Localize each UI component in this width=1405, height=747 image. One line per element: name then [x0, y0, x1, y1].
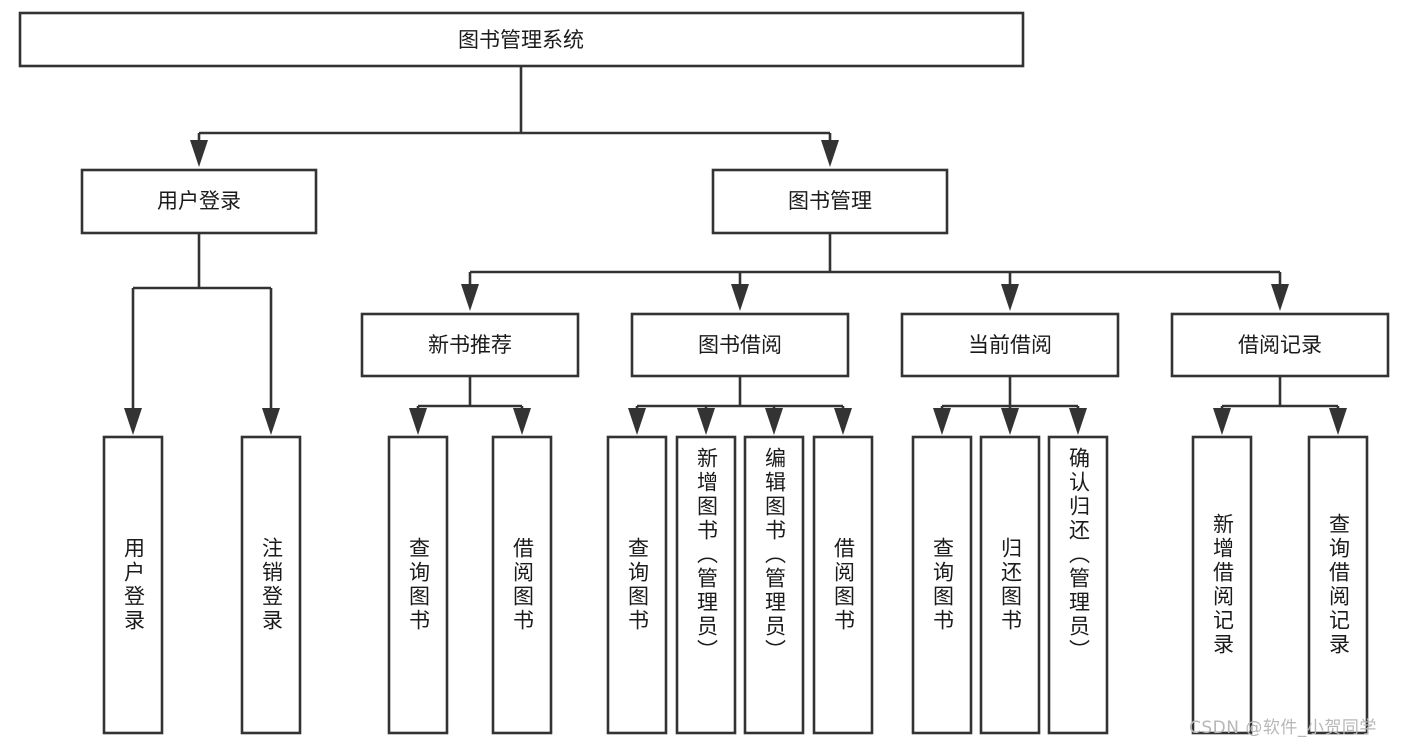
leaf-box-query-book-3[interactable] [911, 435, 973, 735]
leaf-box-borrow-book-1[interactable] [491, 435, 553, 735]
arrow-head-user-login-leaf-2 [262, 408, 280, 435]
node-book-management-system[interactable] [18, 11, 1025, 68]
node-label-book-manage: 图书管理 [788, 189, 872, 213]
leaf-box-add-borrow-record[interactable] [1191, 435, 1253, 735]
arrow-head-book-borrow-leaf-2 [697, 408, 715, 435]
arrow-head-borrow-record-leaf-1 [1213, 408, 1231, 435]
node-borrow-record[interactable] [1170, 312, 1390, 378]
arrow-head-current-borrow-leaf-1 [933, 408, 951, 435]
node-label-book-management-system: 图书管理系统 [458, 28, 584, 52]
arrow-head-new-book-rec-leaf-1 [409, 408, 427, 435]
node-book-manage[interactable] [711, 168, 949, 235]
arrow-head-new-book-rec-leaf-2 [513, 408, 531, 435]
arrow-head-book-manage-book-borrow [731, 284, 749, 311]
node-label-user-login: 用户登录 [157, 189, 241, 213]
arrow-head-current-borrow-leaf-3 [1069, 408, 1087, 435]
csdn-watermark: CSDN @软件_小贺同学 [1189, 718, 1377, 738]
node-label-book-borrow: 图书借阅 [698, 333, 782, 357]
node-label-new-book-recommend: 新书推荐 [428, 333, 512, 357]
arrow-head-book-borrow-leaf-3 [765, 408, 783, 435]
leaf-box-borrow-book-2[interactable] [812, 435, 874, 735]
node-new-book-recommend[interactable] [360, 312, 580, 378]
leaf-box-logout[interactable] [240, 435, 302, 735]
arrow-head-root-to-user-login [190, 140, 208, 167]
arrow-head-book-borrow-leaf-1 [628, 408, 646, 435]
leaf-box-add-book[interactable] [675, 435, 737, 735]
arrow-head-current-borrow-leaf-2 [1001, 408, 1019, 435]
leaf-box-query-book-1[interactable] [387, 435, 449, 735]
arrow-head-user-login-leaf-1 [124, 408, 142, 435]
node-current-borrow[interactable] [900, 312, 1120, 378]
leaf-box-confirm-return[interactable] [1047, 435, 1109, 735]
arrow-head-root-to-book-manage [821, 140, 839, 167]
arrow-head-book-manage-new-book-rec [461, 284, 479, 311]
leaf-box-user-login[interactable] [102, 435, 164, 735]
node-book-borrow[interactable] [630, 312, 850, 378]
leaf-box-edit-book[interactable] [743, 435, 805, 735]
leaf-box-query-borrow-record[interactable] [1307, 435, 1369, 735]
node-label-current-borrow: 当前借阅 [968, 333, 1052, 357]
arrow-head-book-manage-current-borrow [1001, 284, 1019, 311]
arrow-head-book-manage-borrow-record [1271, 284, 1289, 311]
leaf-box-query-book-2[interactable] [606, 435, 668, 735]
leaf-box-return-book[interactable] [979, 435, 1041, 735]
node-label-borrow-record: 借阅记录 [1238, 333, 1322, 357]
arrow-head-borrow-record-leaf-2 [1329, 408, 1347, 435]
node-user-login[interactable] [80, 168, 318, 235]
arrow-head-book-borrow-leaf-4 [834, 408, 852, 435]
